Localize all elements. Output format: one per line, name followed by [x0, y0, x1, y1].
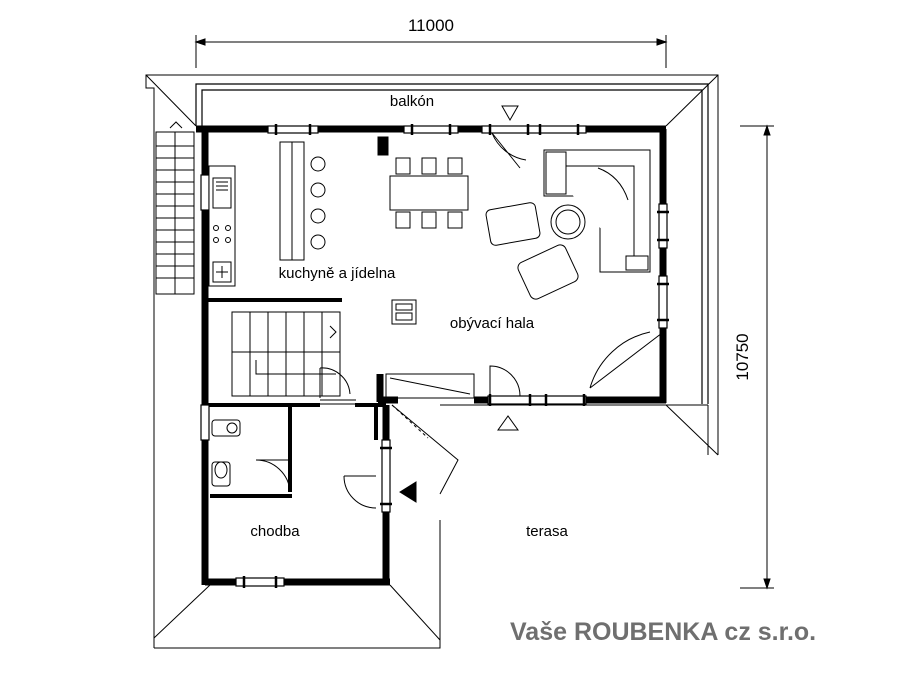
room-label-living: obývací hala	[450, 315, 535, 332]
entrance-threshold	[385, 373, 475, 399]
room-label-balcony: balkón	[390, 93, 434, 110]
exterior-stairs	[155, 121, 195, 295]
room-label-kitchen: kuchyně a jídelna	[279, 265, 396, 282]
room-label-terrace: terasa	[526, 523, 568, 540]
direction-markers	[399, 105, 519, 503]
stove	[391, 299, 417, 325]
width-dimension-label: 11000	[408, 16, 454, 35]
dining-table	[389, 157, 469, 229]
room-label-corridor: chodba	[250, 523, 300, 540]
exterior-walls	[196, 125, 667, 586]
wc-fixtures	[211, 419, 241, 487]
doors	[255, 132, 667, 509]
interior-walls	[203, 298, 386, 498]
height-dimension	[740, 124, 774, 590]
width-dimension	[194, 35, 668, 68]
windows	[200, 125, 668, 587]
kitchen-furniture	[208, 136, 389, 287]
balcony	[195, 83, 709, 404]
living-furniture	[485, 149, 651, 300]
height-dimension-label: 10750	[733, 333, 752, 380]
interior-stairs	[231, 311, 341, 397]
roof-outline	[145, 74, 719, 649]
watermark: Vaše ROUBENKA cz s.r.o.	[510, 618, 817, 646]
